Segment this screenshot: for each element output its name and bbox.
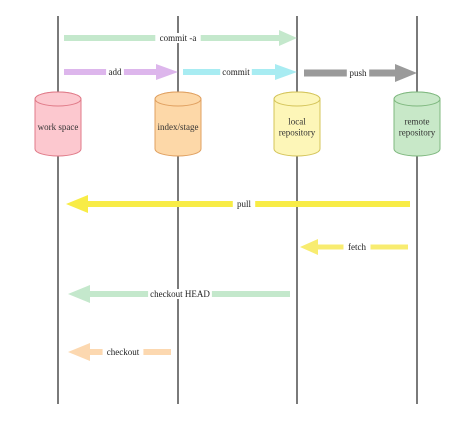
commit-arrow: commit (183, 64, 297, 80)
commit-a-arrow-label-bg (155, 33, 201, 43)
push-arrow-head (395, 64, 417, 82)
cylinder-label: index/stage (158, 122, 199, 132)
add-arrow: add (64, 64, 178, 80)
add-arrow-label-bg (106, 67, 124, 77)
cylinder-top (393, 91, 441, 107)
checkout-arrow-label-bg (102, 347, 144, 357)
push-arrow: push (304, 64, 417, 82)
fetch-arrow-label: fetch (348, 242, 366, 252)
commit-arrow-head (275, 64, 297, 80)
arrows: commit -a add commit push pull fetch checkout … (64, 30, 417, 361)
cylinder-label: work space (38, 122, 79, 132)
fetch-arrow-head (300, 239, 318, 255)
cylinder-label: remote (405, 117, 430, 127)
pull-arrow: pull (66, 195, 410, 213)
commit-arrow-label: commit (222, 67, 250, 77)
cylinder-label: local (288, 117, 306, 127)
commit-a-arrow-label: commit -a (160, 33, 197, 43)
add-arrow-head (156, 64, 178, 80)
checkout-arrow-label: checkout (107, 347, 140, 357)
fetch-arrow-label-bg (343, 242, 371, 252)
pull-arrow-label-bg (232, 199, 256, 209)
cylinder-index: index/stage (154, 91, 202, 157)
checkout-head-arrow: checkout HEAD (68, 285, 290, 303)
commit-a-arrow: commit -a (64, 30, 297, 46)
checkout-head-arrow-label-bg (148, 289, 212, 299)
checkout-head-arrow-head (68, 285, 90, 303)
checkout-arrow: checkout (68, 343, 171, 361)
pull-arrow-label: pull (237, 199, 252, 209)
add-arrow-label: add (109, 67, 122, 77)
pull-arrow-head (66, 195, 88, 213)
cylinder-label: repository (279, 128, 316, 138)
cylinder-top (154, 91, 202, 107)
push-arrow-label: push (349, 68, 367, 78)
cylinder-top (34, 91, 82, 107)
cylinder-label: repository (399, 128, 436, 138)
checkout-head-arrow-label: checkout HEAD (150, 289, 210, 299)
commit-arrow-label-bg (220, 67, 252, 77)
lifelines (57, 16, 418, 404)
cylinder-ws: work space (34, 91, 82, 157)
checkout-arrow-head (68, 343, 90, 361)
push-arrow-label-bg (346, 68, 370, 78)
commit-a-arrow-head (279, 30, 297, 46)
fetch-arrow: fetch (300, 239, 408, 255)
cylinder-top (273, 91, 321, 107)
